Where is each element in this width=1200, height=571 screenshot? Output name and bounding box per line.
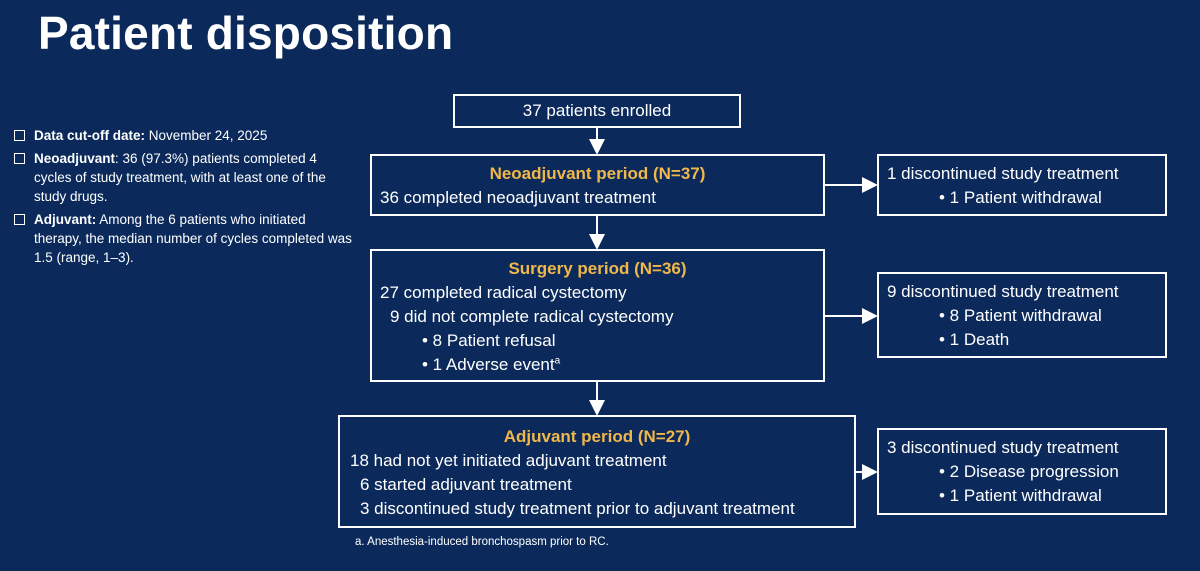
adjuvant-discontinued-box: 3 discontinued study treatment • 2 Disea…: [877, 428, 1167, 515]
footnote-marker: a: [554, 355, 561, 367]
neo-discontinued-item: • 1 Patient withdrawal: [939, 188, 1102, 207]
surgery-discontinued-heading: 9 discontinued study treatment: [887, 282, 1119, 301]
surgery-line: 27 completed radical cystectomy: [380, 283, 627, 302]
note-label: Neoadjuvant: [34, 151, 116, 166]
neoadjuvant-heading: Neoadjuvant period (N=37): [489, 164, 706, 183]
surgery-period-box: Surgery period (N=36) 27 completed radic…: [370, 249, 825, 382]
surgery-heading: Surgery period (N=36): [508, 259, 687, 278]
enrolled-box: 37 patients enrolled: [453, 94, 741, 128]
adjuvant-discontinued-heading: 3 discontinued study treatment: [887, 438, 1119, 457]
surgery-line: 9 did not complete radical cystectomy: [390, 307, 674, 326]
note-label: Data cut-off date:: [34, 128, 145, 143]
surgery-discontinued-box: 9 discontinued study treatment • 8 Patie…: [877, 272, 1167, 358]
footnote: a. Anesthesia-induced bronchospasm prior…: [355, 536, 609, 548]
note-body: Among the 6 patients who initiated thera…: [34, 212, 352, 265]
note-body: November 24, 2025: [145, 128, 268, 143]
surgery-discontinued-item: • 1 Death: [939, 330, 1010, 349]
notes-list: Data cut-off date: November 24, 2025 Neo…: [10, 126, 355, 271]
adjuvant-line: 18 had not yet initiated adjuvant treatm…: [350, 451, 667, 470]
neoadjuvant-line: 36 completed neoadjuvant treatment: [380, 188, 656, 207]
note-neoadjuvant: Neoadjuvant: 36 (97.3%) patients complet…: [10, 149, 355, 206]
neo-discontinued-heading: 1 discontinued study treatment: [887, 164, 1119, 183]
note-label: Adjuvant:: [34, 212, 97, 227]
adjuvant-line: 6 started adjuvant treatment: [360, 475, 572, 494]
adjuvant-discontinued-item: • 1 Patient withdrawal: [939, 486, 1102, 505]
adjuvant-line: 3 discontinued study treatment prior to …: [360, 499, 795, 518]
neoadjuvant-discontinued-box: 1 discontinued study treatment • 1 Patie…: [877, 154, 1167, 216]
note-cutoff: Data cut-off date: November 24, 2025: [10, 126, 355, 145]
note-body: : 36 (97.3%) patients completed 4 cycles…: [34, 151, 326, 204]
adjuvant-heading: Adjuvant period (N=27): [503, 427, 691, 446]
page-title: Patient disposition: [38, 7, 454, 59]
square-bullet-icon: [14, 153, 25, 164]
note-adjuvant: Adjuvant: Among the 6 patients who initi…: [10, 210, 355, 267]
surgery-item: • 1 Adverse eventa: [422, 355, 561, 374]
adjuvant-discontinued-item: • 2 Disease progression: [939, 462, 1119, 481]
square-bullet-icon: [14, 214, 25, 225]
surgery-item: • 8 Patient refusal: [422, 331, 556, 350]
adjuvant-period-box: Adjuvant period (N=27) 18 had not yet in…: [338, 415, 856, 528]
neoadjuvant-period-box: Neoadjuvant period (N=37) 36 completed n…: [370, 154, 825, 216]
square-bullet-icon: [14, 130, 25, 141]
enrolled-text: 37 patients enrolled: [522, 101, 672, 120]
surgery-discontinued-item: • 8 Patient withdrawal: [939, 306, 1102, 325]
